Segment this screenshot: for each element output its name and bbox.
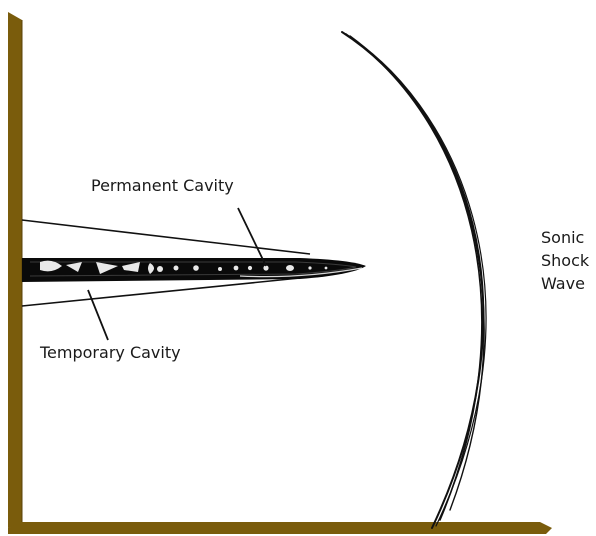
cone-lower-line	[22, 278, 300, 306]
permanent-cavity-track	[22, 258, 366, 282]
shock-label-line-3: Wave	[541, 272, 589, 295]
permanent-cavity-leader	[238, 208, 266, 266]
cone-upper-line	[22, 220, 310, 254]
shock-label-line-2: Shock	[541, 249, 589, 272]
frame-floor	[8, 522, 552, 534]
temporary-cavity-label: Temporary Cavity	[40, 345, 181, 361]
shock-wave-arc-3	[350, 36, 484, 510]
shock-wave-arc-1	[342, 32, 483, 528]
permanent-cavity-label: Permanent Cavity	[91, 178, 234, 194]
shock-wave-arc-4	[344, 33, 486, 526]
shock-wave-arc-2	[346, 34, 482, 520]
sonic-shock-wave-label: Sonic Shock Wave	[541, 226, 589, 295]
frame-left-wall	[8, 12, 22, 528]
shock-label-line-1: Sonic	[541, 226, 589, 249]
shock-wave-arcs	[342, 32, 486, 528]
